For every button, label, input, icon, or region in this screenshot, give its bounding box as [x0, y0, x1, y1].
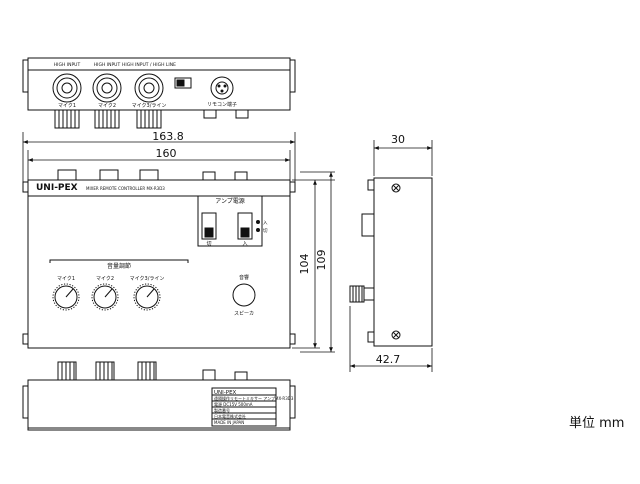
rear-panel-right-tab [289, 59, 296, 93]
rear-din-connector [210, 76, 234, 100]
rear-jack-3-top-label: HIGH INPUT / HIGH LINE [122, 62, 176, 68]
dim-overall-height: 109 [315, 250, 328, 271]
rear-slide-switch [174, 77, 192, 89]
indicator-label-off: 切 [263, 227, 268, 234]
rear-foot-1 [203, 109, 217, 119]
dim-depth-overall: 42.7 [376, 353, 401, 366]
knob-1-label: マイク1 [57, 276, 75, 282]
amp-switch-off [201, 212, 217, 240]
speaker-button-label: スピーカ [234, 311, 254, 317]
knob-2-label: マイク2 [96, 276, 114, 282]
amp-power-label: アンプ電源 [215, 197, 245, 205]
rear-jack-3 [134, 73, 164, 129]
volume-section-bracket [49, 259, 189, 263]
front-panel-outline [27, 179, 291, 349]
switch-label-off: 切 [206, 240, 211, 247]
indicator-off-icon [256, 228, 260, 232]
amp-switch-on [237, 212, 253, 240]
rear-panel-view [22, 57, 296, 129]
side-screw-top [391, 183, 401, 193]
indicator-icons [256, 220, 260, 232]
rear-jack-2 [92, 73, 122, 129]
rear-foot-2 [235, 109, 249, 119]
side-dimension-lines [349, 140, 433, 372]
side-switch-protrusion [361, 213, 375, 237]
unit-label: 単位 mm [569, 416, 625, 431]
width-dimension-lines [22, 132, 296, 190]
indicator-label-on: 入 [263, 221, 268, 226]
rear-jack-2-bottom-label: マイク2 [98, 103, 116, 109]
knob-3 [133, 283, 161, 311]
dim-body-height: 104 [298, 254, 311, 275]
switch-label-on: 入 [242, 241, 247, 247]
label-line-5: 日本電音株式会社 [214, 413, 246, 419]
label-line-3: 電源 DC15V 500mA [214, 401, 253, 407]
side-screw-bottom [391, 330, 401, 340]
front-panel-view [22, 169, 296, 349]
dim-body-width: 160 [156, 147, 177, 160]
label-line-1: UNI-PEX [214, 390, 237, 396]
knob-3-label: マイク3/ライン [130, 276, 165, 282]
label-line-2: 遠隔操作リモートミキサー アンプMX-R3D3 [214, 395, 294, 401]
volume-section-label: 音量調節 [107, 262, 131, 270]
rear-din-label: リモコン端子 [207, 101, 237, 108]
rear-jack-2-top-label: HIGH INPUT [94, 62, 121, 68]
rear-jack-1-top-label: HIGH INPUT [54, 62, 81, 68]
speaker-section-label: 音響 [239, 274, 249, 281]
front-model-text: MIXER REMOTE CONTROLLER MX-R3D3 [86, 186, 165, 191]
dim-depth: 30 [391, 133, 405, 146]
dim-total-width: 163.8 [152, 130, 184, 143]
side-outline [373, 177, 433, 347]
rear-panel-left-tab [22, 59, 29, 93]
rear-jack-1-bottom-label: マイク1 [58, 103, 76, 109]
height-dimension-lines [292, 171, 335, 353]
label-line-6: MADE IN JAPAN [214, 420, 244, 425]
knob-1 [52, 283, 80, 311]
label-line-4: 製造番号 [214, 407, 230, 413]
bottom-view [22, 361, 296, 431]
rear-jack-3-bottom-label: マイク3/ライン [132, 103, 167, 109]
front-brand: UNI-PEX [36, 183, 78, 193]
knob-2 [91, 283, 119, 311]
speaker-button [232, 283, 256, 307]
side-view [349, 177, 433, 347]
rear-jack-1 [52, 73, 82, 129]
amp-power-frame [197, 195, 263, 247]
indicator-on-icon [256, 220, 260, 224]
